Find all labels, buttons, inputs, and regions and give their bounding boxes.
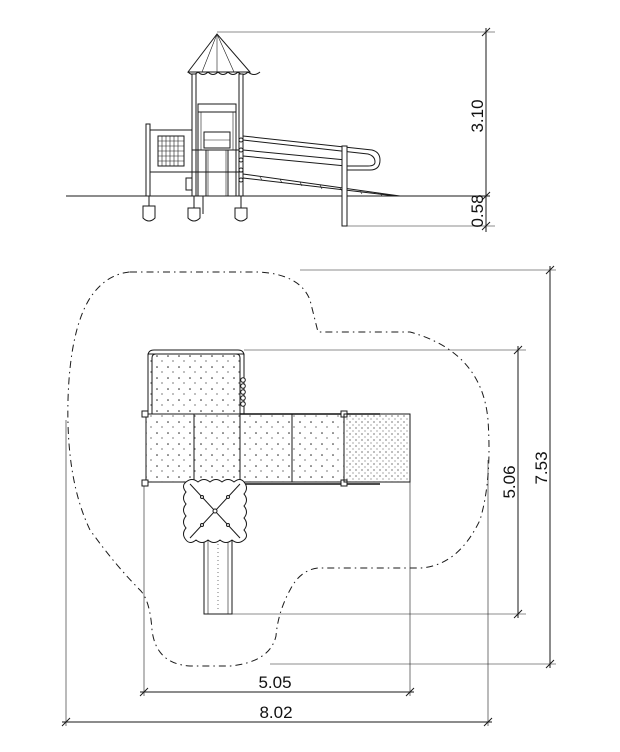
plan-depth-outer-label: 7.53 — [532, 451, 551, 484]
tower-rungs — [238, 132, 244, 190]
footings — [142, 196, 248, 222]
tower-roof-plan — [183, 479, 247, 543]
plan-extension-lines — [65, 269, 556, 726]
tower-roof — [186, 33, 261, 75]
ramp — [242, 135, 401, 227]
safety-zone-boundary — [67, 271, 490, 667]
main-deck — [141, 410, 380, 487]
climbing-panel — [145, 123, 193, 197]
upper-deck — [147, 349, 246, 415]
plan-dimension-lines — [61, 265, 555, 727]
elevation-view: 3.10 0.58 — [66, 27, 495, 232]
plan-width-outer-label: 8.02 — [259, 703, 292, 722]
plan-view: 5.06 7.53 5.05 8.02 — [61, 265, 556, 727]
plan-width-inner-label: 5.05 — [258, 673, 291, 692]
slide-plan — [203, 529, 233, 615]
tower-frame — [150, 73, 244, 197]
ramp-plan — [343, 413, 411, 483]
elevation-height-label: 3.10 — [468, 99, 487, 132]
elevation-depth-label: 0.58 — [468, 194, 487, 227]
plan-depth-inner-label: 5.06 — [500, 465, 519, 498]
elevation-dimensions — [217, 27, 495, 232]
